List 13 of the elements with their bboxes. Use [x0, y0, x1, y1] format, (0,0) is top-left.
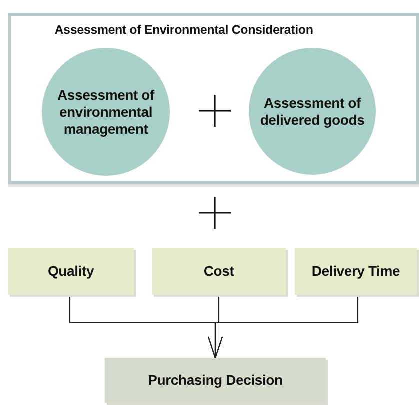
circle-label: Assessment of delivered goods — [259, 94, 366, 128]
process-box — [152, 248, 286, 295]
box-label: Quality — [48, 263, 94, 280]
box-label: Purchasing Decision — [148, 372, 283, 389]
process-box — [105, 358, 326, 403]
connector-arrow — [208, 295, 359, 358]
box-label: Delivery Time — [312, 263, 400, 280]
circle-label: Assessment of environmental management — [56, 86, 156, 138]
process-box — [295, 248, 417, 295]
process-box — [8, 248, 134, 295]
box-label: Cost — [204, 263, 234, 280]
group-panel — [8, 13, 419, 184]
panel-title: Assessment of Environmental Consideration — [54, 22, 314, 39]
